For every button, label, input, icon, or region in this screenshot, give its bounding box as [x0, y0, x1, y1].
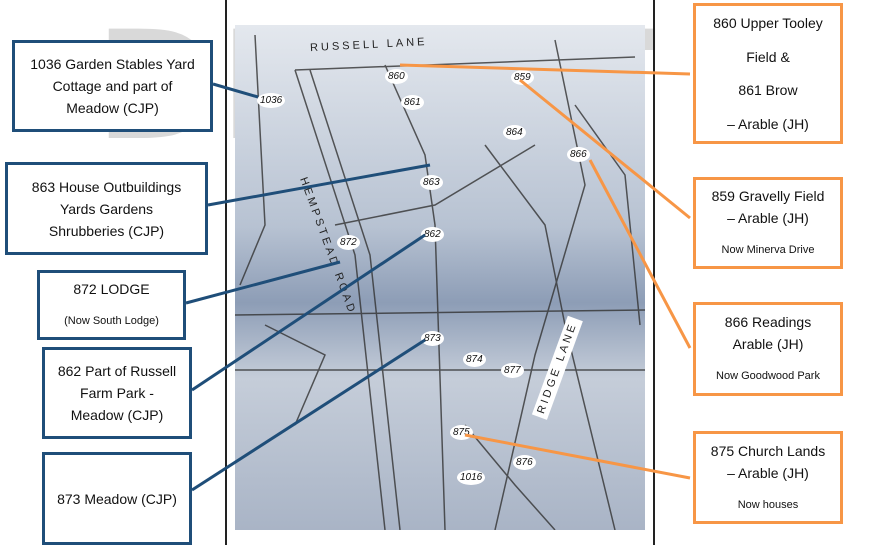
callout-866: 866 Readings Arable (JH) Now Goodwood Pa…: [693, 302, 843, 396]
callout-text: Meadow (CJP): [66, 100, 159, 116]
lot-label: 863: [420, 175, 443, 190]
divider-left: [225, 0, 227, 545]
callout-text: Yards Gardens: [59, 200, 154, 217]
callout-text: 873 Meadow (CJP): [57, 490, 177, 507]
lot-label: 877: [501, 363, 524, 378]
callout-860-861: 860 Upper Tooley Field & 861 Brow – Arab…: [693, 3, 843, 144]
leader-line-873: [191, 338, 426, 492]
callout-862: 862 Part of Russell Farm Park - Meadow (…: [42, 347, 192, 439]
lot-label: 866: [567, 147, 590, 162]
lot-label: 861: [401, 95, 424, 110]
lot-label: 864: [503, 125, 526, 140]
lot-label: 872: [337, 235, 360, 250]
callout-text: – Arable (JH): [727, 210, 809, 226]
leader-line-863: [207, 163, 431, 207]
callout-text: Meadow (CJP): [70, 407, 164, 423]
leader-line-1036: [212, 82, 259, 99]
callout-text: Farm Park -: [80, 385, 154, 401]
callout-text: 872 LODGE: [73, 281, 150, 297]
callout-note: Now Minerva Drive: [721, 244, 815, 256]
callout-text: Shrubberies (CJP): [48, 222, 165, 239]
callout-text: – Arable (JH): [727, 116, 809, 133]
callout-text: 862 Part of Russell: [57, 363, 177, 379]
callout-note: (Now South Lodge): [64, 315, 159, 327]
leader-line-875: [464, 433, 691, 480]
callout-859: 859 Gravelly Field – Arable (JH) Now Min…: [693, 177, 843, 269]
lot-label: 860: [385, 69, 408, 84]
callout-text: Arable (JH): [732, 336, 804, 352]
divider-right: [653, 0, 655, 545]
callout-text: 860 Upper Tooley: [713, 14, 823, 31]
lot-label: 876: [513, 455, 536, 470]
leader-line-860: [399, 63, 691, 76]
callout-875: 875 Church Lands – Arable (JH) Now house…: [693, 431, 843, 524]
callout-text: Field &: [746, 48, 790, 65]
lot-label: 859: [511, 70, 534, 85]
callout-873: 873 Meadow (CJP): [42, 452, 192, 545]
lot-label: 873: [421, 331, 444, 346]
callout-text: 861 Brow: [738, 82, 798, 99]
callout-note: Now Goodwood Park: [716, 370, 820, 382]
callout-text: 866 Readings: [724, 314, 812, 330]
leader-line-859: [519, 78, 691, 220]
leader-line-872: [185, 260, 341, 305]
historic-map: RUSSELL LANE HEMPSTEAD ROAD RIDGE LANE 1…: [234, 25, 646, 531]
callout-text: 859 Gravelly Field: [711, 188, 825, 204]
leader-line-862: [191, 233, 426, 392]
map-linework: [234, 34, 646, 531]
callout-863: 863 House Outbuildings Yards Gardens Shr…: [5, 162, 208, 255]
lot-label: 1016: [457, 470, 486, 485]
lot-label: 874: [463, 352, 486, 367]
lot-label: 1036: [257, 93, 286, 108]
callout-872: 872 LODGE (Now South Lodge): [37, 270, 186, 340]
lot-label: 862: [421, 227, 444, 242]
callout-note: Now houses: [737, 498, 799, 511]
callout-text: 863 House Outbuildings: [31, 178, 182, 195]
leader-line-866: [588, 159, 692, 349]
callout-text: 1036 Garden Stables Yard: [30, 56, 195, 72]
callout-text: – Arable (JH): [727, 464, 809, 481]
callout-text: 875 Church Lands: [710, 442, 826, 459]
callout-text: Cottage and part of: [52, 78, 173, 94]
callout-1036: 1036 Garden Stables Yard Cottage and par…: [12, 40, 213, 132]
